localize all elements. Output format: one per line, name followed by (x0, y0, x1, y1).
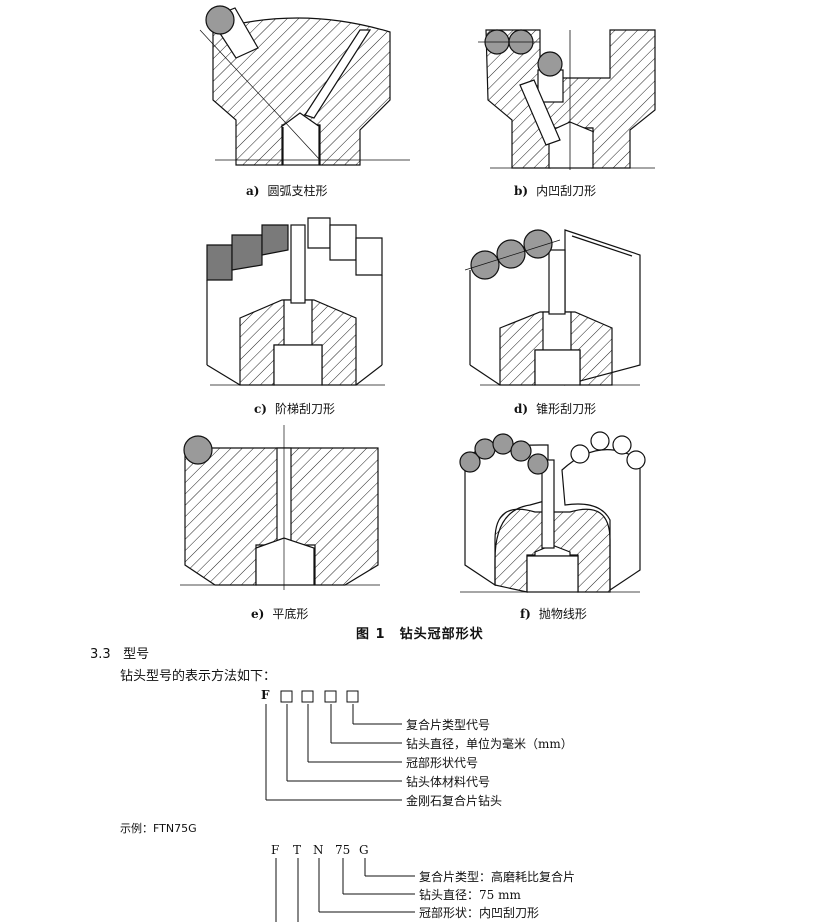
model-item-1: 复合片类型代号 (406, 718, 491, 732)
cutter-icon (492, 433, 514, 455)
example-code-3: N (313, 843, 324, 857)
model-item-3: 冠部形状代号 (406, 756, 479, 770)
caption-c: c)阶梯刮刀形 (254, 402, 335, 416)
cutter-icon (470, 250, 500, 280)
cutter-icon (459, 451, 481, 473)
panel-a-drawing (199, 5, 410, 166)
cutter-icon (474, 438, 496, 460)
example-item-3: 冠部形状：内凹刮刀形 (419, 906, 540, 920)
cutter-icon (496, 239, 526, 269)
panel-e-drawing (180, 425, 380, 590)
section-intro: 钻头型号的表示方法如下： (120, 669, 277, 684)
panel-b-drawing (478, 29, 656, 170)
model-prefix: F (261, 688, 270, 702)
panel-d-drawing (464, 229, 641, 386)
example-label: 示例：FTN75G (120, 822, 197, 835)
model-item-5: 金刚石复合片钻头 (406, 794, 503, 808)
example-scheme-lines (275, 858, 415, 922)
cutter-icon (183, 435, 213, 465)
section-heading: 3.3 型号 (90, 647, 150, 662)
cutter-icon (523, 229, 553, 259)
example-code-4: 75 (335, 843, 351, 857)
cutter-icon (205, 5, 235, 35)
caption-a: a)圆弧支柱形 (246, 184, 328, 198)
panel-f-drawing (459, 431, 646, 593)
caption-d: d)锥形刮刀形 (514, 402, 597, 416)
example-code-2: T (293, 843, 302, 857)
caption-b: b)内凹刮刀形 (514, 184, 597, 198)
example-code-5: G (359, 843, 369, 857)
example-item-1: 复合片类型：高磨耗比复合片 (419, 870, 576, 884)
cutter-icon (527, 453, 549, 475)
caption-e: e)平底形 (251, 607, 309, 621)
model-item-4: 钻头体材料代号 (406, 775, 491, 789)
cutter-icon (510, 440, 532, 462)
figure-title: 图 1 钻头冠部形状 (356, 627, 484, 642)
caption-f: f)抛物线形 (520, 607, 587, 621)
cutter-icon (537, 51, 563, 77)
panel-c-drawing (206, 217, 385, 386)
model-item-2: 钻头直径，单位为毫米（mm） (406, 737, 573, 751)
example-code-1: F (271, 843, 280, 857)
example-item-2: 钻头直径：75 mm (419, 888, 521, 902)
model-scheme-lines (265, 690, 402, 801)
